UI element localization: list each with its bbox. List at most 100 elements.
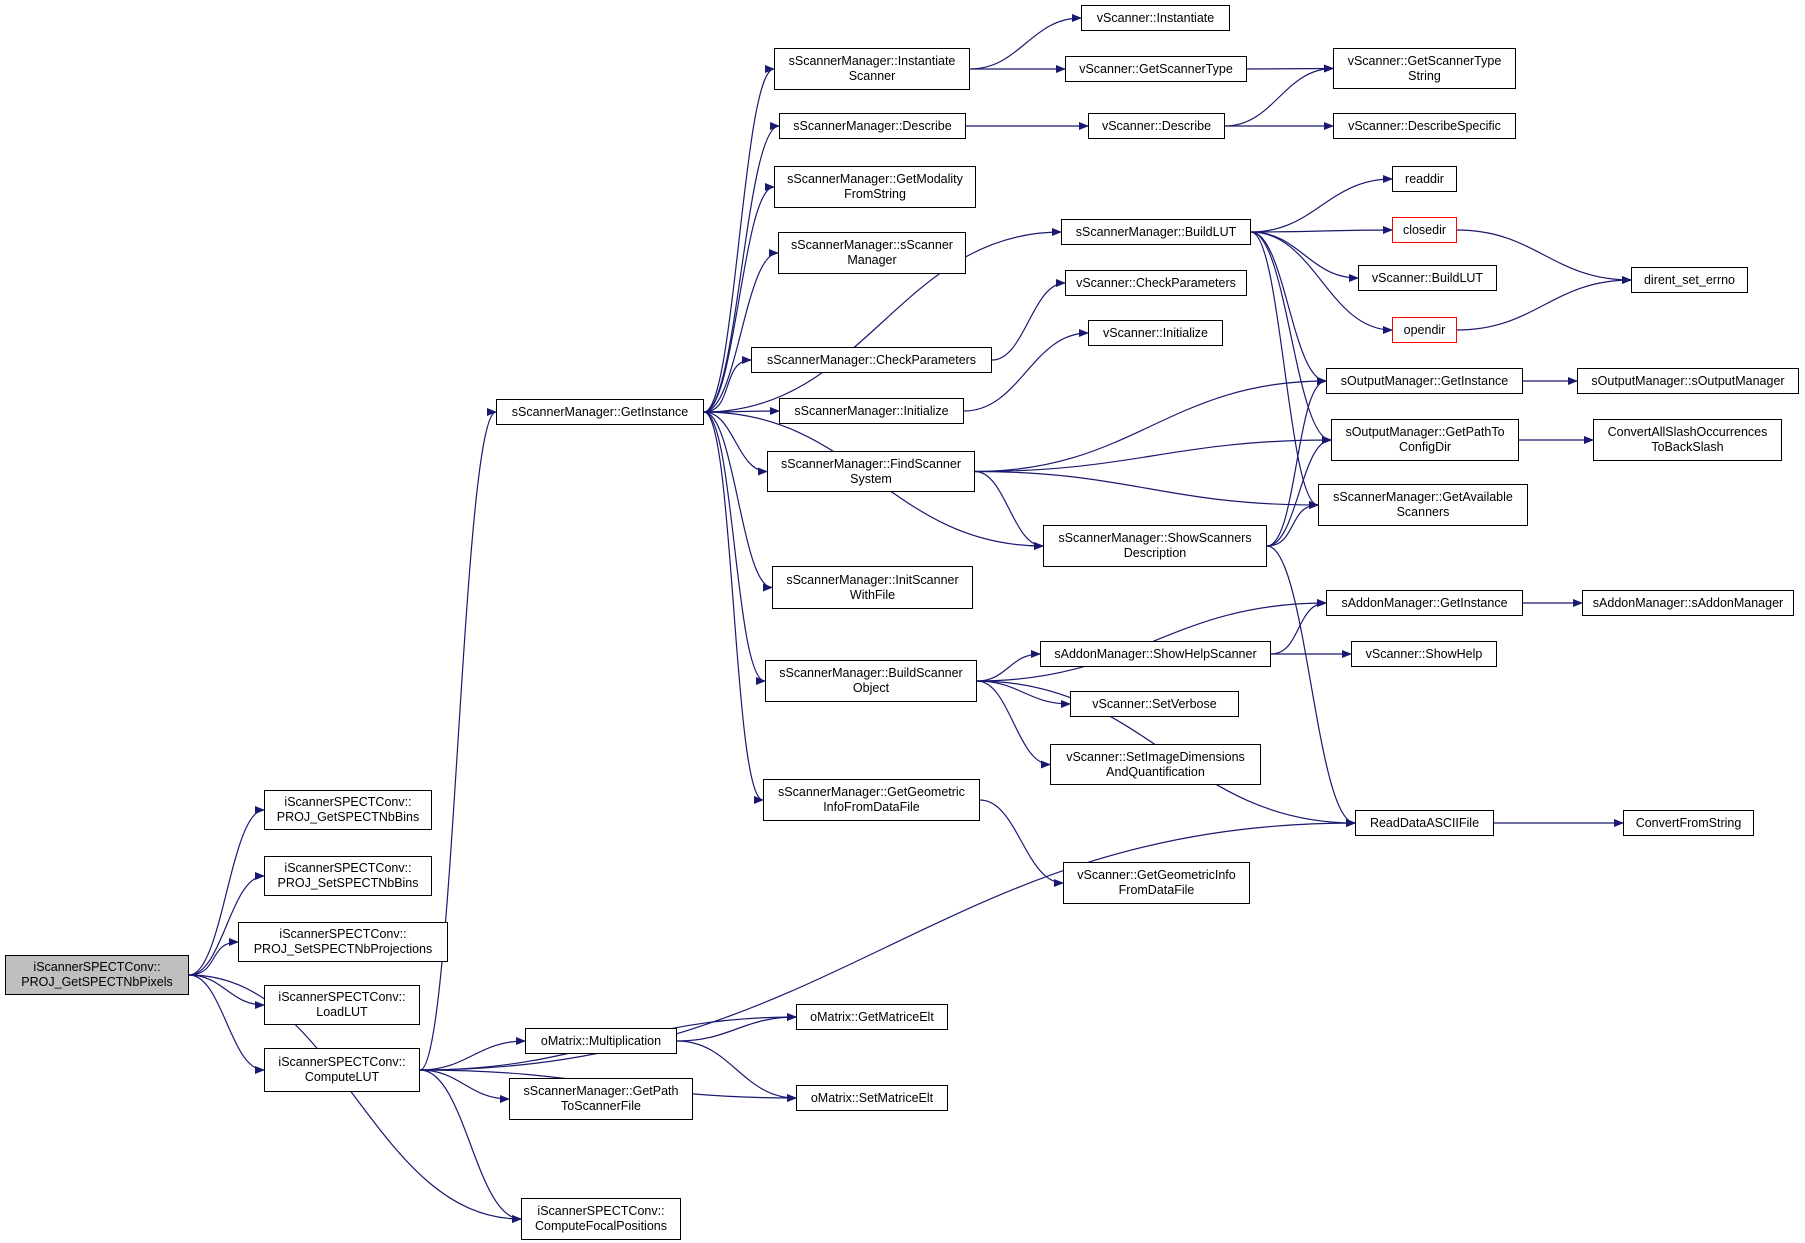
edge-mult-to-setelt [676,1040,797,1102]
node-show-scanners-description[interactable]: sScannerManager::ShowScanners Descriptio… [1043,525,1267,567]
edge-smbuildlut-to-opendir [1250,231,1393,334]
root-function-node: iScannerSPECTConv:: PROJ_GetSPECTNbPixel… [5,955,189,995]
edge-getgeom-to-vgetgeom [979,799,1064,887]
edge-smgetinstance-to-getgeom [703,411,764,804]
edge-findscanner-to-showdesc [974,470,1044,550]
edge-findscanner-to-outinst [974,377,1327,473]
edge-root-to-setbins [188,872,265,976]
edge-root-to-getbins [188,806,265,976]
edge-root-to-setproj [188,938,239,976]
edge-findscanner-to-getpathcfg [974,436,1332,473]
edge-root-to-focal [188,974,522,1223]
node-closedir[interactable]: closedir [1392,217,1457,243]
edge-showdesc-to-readascii [1266,545,1356,827]
edge-smbuildlut-to-closedir [1250,226,1393,235]
edge-showdesc-to-getpathcfg [1266,436,1332,547]
edge-computelut-to-smgetinstance [419,408,497,1071]
edge-showdesc-to-getavail [1266,501,1319,547]
node-set-matrice-elt[interactable]: oMatrix::SetMatriceElt [796,1085,948,1111]
node-vscanner-check-parameters[interactable]: vScanner::CheckParameters [1065,270,1247,296]
node-compute-focal-positions[interactable]: iScannerSPECTConv:: ComputeFocalPosition… [521,1198,681,1240]
edge-smgetinstance-to-initwithfile [703,411,773,592]
edge-buildobj-to-vsetimgdim [976,680,1051,769]
node-convert-from-string[interactable]: ConvertFromString [1623,810,1754,836]
node-matrix-multiplication[interactable]: oMatrix::Multiplication [525,1028,677,1054]
edge-smgetinstance-to-smdescribe [703,122,780,413]
edge-showhelpscanner-to-addoninst [1270,599,1327,655]
node-scanner-manager-initialize[interactable]: sScannerManager::Initialize [779,398,964,424]
node-vscanner-get-scanner-type[interactable]: vScanner::GetScannerType [1065,56,1247,82]
node-addon-manager-get-instance[interactable]: sAddonManager::GetInstance [1326,590,1523,616]
node-get-modality-from-string[interactable]: sScannerManager::GetModality FromString [774,166,976,208]
node-output-manager-get-instance[interactable]: sOutputManager::GetInstance [1326,368,1523,394]
node-scanner-manager-build-lut[interactable]: sScannerManager::BuildLUT [1061,219,1251,245]
node-scanner-manager-check-parameters[interactable]: sScannerManager::CheckParameters [751,347,992,373]
edge-smbuildlut-to-vbuildlut [1250,231,1359,282]
node-scanner-manager-get-instance[interactable]: sScannerManager::GetInstance [496,399,704,425]
edge-computelut-to-readascii [419,819,1356,1071]
edge-root-to-computelut [188,974,265,1074]
edge-smgetinstance-to-smbuildlut [703,228,1062,413]
edge-instscanner-to-vinst [969,14,1082,70]
node-show-help-scanner[interactable]: sAddonManager::ShowHelpScanner [1040,641,1271,667]
node-get-path-to-scanner-file[interactable]: sScannerManager::GetPath ToScannerFile [509,1078,693,1120]
edge-smgetinstance-to-buildobj [703,411,766,685]
edge-vdescribe-to-vgettypestr [1224,64,1334,127]
node-vscanner-get-scanner-type-string[interactable]: vScanner::GetScannerType String [1333,48,1516,89]
node-build-scanner-object[interactable]: sScannerManager::BuildScanner Object [765,660,977,702]
node-scanner-manager-describe[interactable]: sScannerManager::Describe [779,113,966,139]
node-vscanner-set-image-dimensions[interactable]: vScanner::SetImageDimensions AndQuantifi… [1050,744,1261,785]
node-vscanner-describe-specific[interactable]: vScanner::DescribeSpecific [1333,113,1516,139]
node-instantiate-scanner[interactable]: sScannerManager::Instantiate Scanner [774,48,970,90]
node-vscanner-initialize[interactable]: vScanner::Initialize [1088,320,1223,346]
edge-computelut-to-mult [419,1037,526,1071]
node-set-spect-nb-bins[interactable]: iScannerSPECTConv:: PROJ_SetSPECTNbBins [264,856,432,896]
node-get-spect-nb-bins[interactable]: iScannerSPECTConv:: PROJ_GetSPECTNbBins [264,790,432,830]
edge-smbuildlut-to-getpathcfg [1250,231,1332,444]
node-addon-manager-constructor[interactable]: sAddonManager::sAddonManager [1582,590,1794,616]
edge-buildobj-to-showhelpscanner [976,650,1041,682]
edge-computelut-to-focal [419,1069,522,1223]
node-read-data-ascii-file[interactable]: ReadDataASCIIFile [1355,810,1494,836]
edge-smgetinstance-to-findscanner [703,411,768,476]
node-init-scanner-with-file[interactable]: sScannerManager::InitScanner WithFile [772,566,973,609]
edge-smgetinstance-to-smcheck [703,356,752,413]
node-vscanner-describe[interactable]: vScanner::Describe [1088,113,1225,139]
node-convert-all-slash-occurrences[interactable]: ConvertAllSlashOccurrences ToBackSlash [1593,419,1782,461]
edge-smgetinstance-to-instscanner [703,65,775,413]
edge-findscanner-to-getavail [974,470,1319,509]
node-get-matrice-elt[interactable]: oMatrix::GetMatriceElt [796,1004,948,1030]
node-dirent-set-errno[interactable]: dirent_set_errno [1631,267,1748,293]
node-get-geometric-info-from-data-file[interactable]: sScannerManager::GetGeometric InfoFromDa… [763,779,980,821]
node-vscanner-get-geometric-info[interactable]: vScanner::GetGeometricInfo FromDataFile [1063,862,1250,904]
node-vscanner-build-lut[interactable]: vScanner::BuildLUT [1358,265,1497,291]
edge-closedir-to-direrrno [1456,229,1632,284]
node-readdir[interactable]: readdir [1392,166,1457,192]
node-opendir[interactable]: opendir [1392,317,1457,343]
node-vscanner-show-help[interactable]: vScanner::ShowHelp [1351,641,1497,667]
edge-mult-to-getelt [676,1013,797,1042]
edge-smgetinstance-to-getmodality [703,183,775,413]
node-get-path-to-config-dir[interactable]: sOutputManager::GetPathTo ConfigDir [1331,419,1519,461]
node-set-spect-nb-projections[interactable]: iScannerSPECTConv:: PROJ_SetSPECTNbProje… [238,922,448,962]
node-compute-lut[interactable]: iScannerSPECTConv:: ComputeLUT [264,1048,420,1092]
node-vscanner-instantiate[interactable]: vScanner::Instantiate [1081,5,1230,31]
node-find-scanner-system[interactable]: sScannerManager::FindScanner System [767,451,975,492]
edge-smbuildlut-to-getavail [1250,231,1319,509]
edge-computelut-to-getpath [419,1069,510,1103]
edge-smbuildlut-to-readdir [1250,175,1393,233]
node-scanner-manager-constructor[interactable]: sScannerManager::sScanner Manager [778,232,966,274]
node-vscanner-set-verbose[interactable]: vScanner::SetVerbose [1070,691,1239,717]
node-output-manager-constructor[interactable]: sOutputManager::sOutputManager [1577,368,1799,394]
edge-smcheck-to-vcheck [991,279,1066,361]
edge-opendir-to-direrrno [1456,276,1632,331]
edge-smbuildlut-to-outinst [1250,231,1327,385]
edge-smgetinstance-to-ctor [703,249,779,413]
edge-vgettype-to-vgettypestr [1246,64,1334,73]
node-load-lut[interactable]: iScannerSPECTConv:: LoadLUT [264,985,420,1025]
node-get-available-scanners[interactable]: sScannerManager::GetAvailable Scanners [1318,484,1528,526]
edge-showdesc-to-outinst [1266,377,1327,547]
edge-sminit-to-vinit [963,329,1089,412]
